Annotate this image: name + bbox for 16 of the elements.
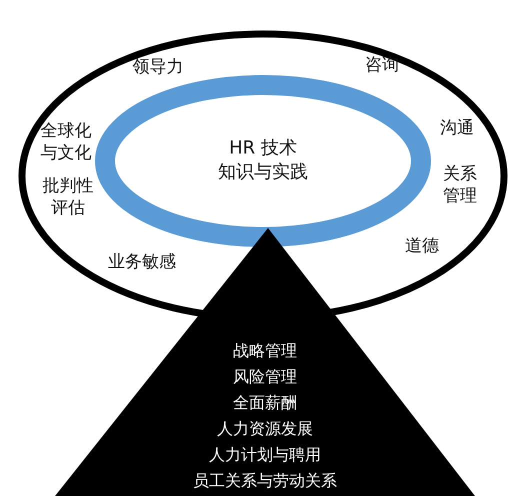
competency-label: 批判性评估	[42, 174, 94, 220]
foundation-label: 人力资源发展	[217, 421, 313, 437]
competency-label: 全球化与文化	[40, 120, 92, 164]
foundation-label: 风险管理	[233, 369, 297, 385]
foundation-label: 战略管理	[233, 343, 297, 359]
competency-label: 领导力	[132, 56, 184, 78]
competency-label: 咨询	[364, 54, 400, 76]
competency-label: 关系管理	[443, 162, 477, 208]
center-text: HR 技术	[229, 136, 297, 161]
competency-label: 道德	[404, 234, 440, 258]
foundation-label: 全面薪酬	[233, 395, 297, 411]
competency-label: 沟通	[439, 116, 475, 140]
center-text: 知识与实践	[218, 161, 308, 185]
foundation-label: 员工关系与劳动关系	[193, 473, 337, 489]
competency-label: 业务敏感	[107, 250, 177, 274]
foundation-label: 人力计划与聘用	[209, 447, 321, 463]
